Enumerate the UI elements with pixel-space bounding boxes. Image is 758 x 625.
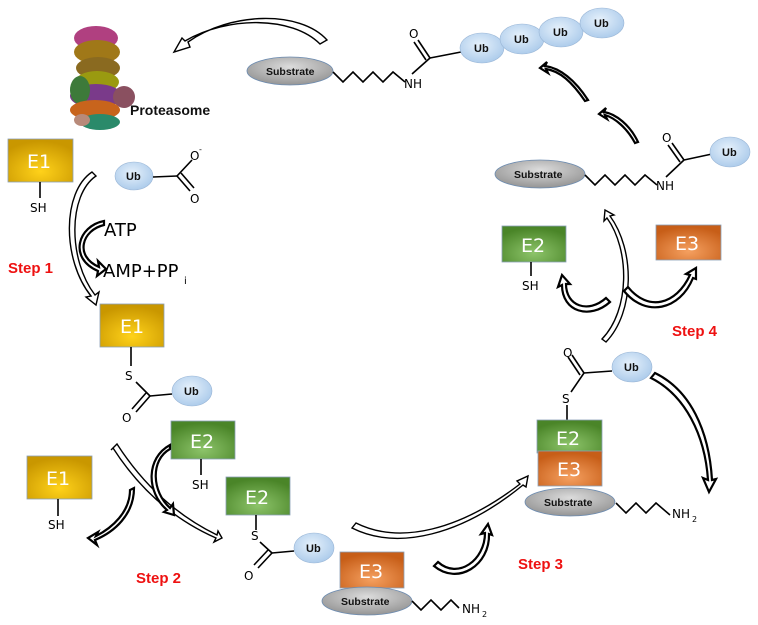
svg-text:E2: E2: [190, 431, 214, 453]
svg-text:NH: NH: [404, 77, 422, 91]
svg-text:E1: E1: [46, 468, 70, 490]
polyub-substrate: Substrate NH O Ub Ub Ub Ub: [246, 7, 625, 91]
e2-e3-substrate-complex: S O Ub E2 E3 Substrate NH 2: [524, 346, 697, 524]
svg-text:-: -: [199, 145, 202, 154]
svg-text:E2: E2: [556, 428, 580, 450]
svg-text:2: 2: [692, 515, 697, 524]
svg-text:E1: E1: [120, 316, 144, 338]
e2-free-step4: E2 SH: [501, 225, 567, 293]
svg-text:S: S: [562, 392, 570, 406]
svg-text:Ub: Ub: [474, 43, 489, 55]
svg-text:E3: E3: [557, 459, 581, 481]
arrow-atp-amp: [78, 219, 108, 279]
arrow-step2-e1-release: [86, 486, 136, 549]
svg-text:E2: E2: [245, 487, 269, 509]
svg-text:Ub: Ub: [306, 543, 321, 555]
step-3-label: Step 3: [518, 556, 563, 573]
svg-text:Ub: Ub: [553, 27, 568, 39]
svg-text:Ub: Ub: [722, 147, 737, 159]
svg-text:Substrate: Substrate: [544, 497, 593, 509]
proteasome-label: Proteasome: [130, 102, 210, 118]
svg-text:O: O: [563, 346, 572, 360]
svg-text:Ub: Ub: [126, 171, 141, 183]
svg-text:NH: NH: [656, 179, 674, 193]
arrow-to-proteasome: [172, 17, 329, 54]
svg-text:2: 2: [482, 610, 487, 619]
svg-text:NH: NH: [672, 507, 690, 521]
svg-text:E3: E3: [675, 233, 699, 255]
svg-text:Ub: Ub: [594, 18, 609, 30]
monoub-substrate: Substrate NH O Ub: [494, 131, 751, 193]
arrow-step1: [68, 171, 101, 307]
e1-free-top: E1 SH: [7, 138, 74, 215]
svg-text:O: O: [662, 131, 671, 145]
svg-text:O: O: [122, 411, 131, 425]
arrow-polyub-1: [538, 61, 590, 103]
ub-carboxylate: Ub O - O: [114, 145, 202, 206]
e2-ub-thioester: E2 S O Ub: [225, 476, 335, 583]
step-1-label: Step 1: [8, 260, 53, 277]
arrow-step2-e2-bind: [150, 443, 176, 517]
svg-text:O: O: [244, 569, 253, 583]
e3-substrate-bottom: E3 Substrate NH 2: [321, 551, 487, 619]
arrow-step4-e2-release: [556, 272, 612, 313]
atp-label: ATP: [104, 220, 137, 241]
arrow-ub-transfer: [649, 371, 719, 495]
svg-text:SH: SH: [30, 201, 47, 215]
svg-text:SH: SH: [192, 478, 209, 492]
step-2-label: Step 2: [136, 570, 181, 587]
svg-text:O: O: [190, 149, 199, 163]
e1-free-bottom: E1 SH: [26, 455, 93, 532]
e1-ub-thioester: E1 S O Ub: [99, 303, 213, 425]
svg-text:O: O: [190, 192, 199, 206]
svg-text:Ub: Ub: [184, 386, 199, 398]
arrow-step4-e3-release: [622, 266, 698, 309]
svg-text:E1: E1: [27, 151, 51, 173]
amp-ppi-label: AMP+PP: [103, 261, 179, 282]
arrow-step4-main: [600, 208, 629, 343]
svg-text:Substrate: Substrate: [341, 596, 390, 608]
svg-text:S: S: [125, 369, 133, 383]
arrow-step2-transfer: [110, 442, 223, 544]
step-4-label: Step 4: [672, 323, 718, 340]
arrow-step3-e3-join: [432, 521, 494, 575]
svg-text:S: S: [251, 529, 259, 543]
substrate-label: Substrate: [266, 66, 315, 78]
svg-text:NH: NH: [462, 602, 480, 616]
e2-free-step2: E2 SH: [170, 420, 236, 492]
svg-text:SH: SH: [48, 518, 65, 532]
proteasome-image: [36, 18, 154, 134]
svg-text:SH: SH: [522, 279, 539, 293]
arrow-polyub-2: [597, 107, 640, 145]
arrow-step3-main: [350, 474, 529, 539]
svg-text:Ub: Ub: [514, 34, 529, 46]
svg-text:E2: E2: [521, 235, 545, 257]
svg-text:O: O: [409, 27, 418, 41]
svg-text:E3: E3: [359, 561, 383, 583]
svg-text:Ub: Ub: [624, 362, 639, 374]
e3-free-step4: E3: [655, 224, 722, 261]
svg-text:Substrate: Substrate: [514, 169, 563, 181]
svg-text:i: i: [184, 276, 187, 287]
